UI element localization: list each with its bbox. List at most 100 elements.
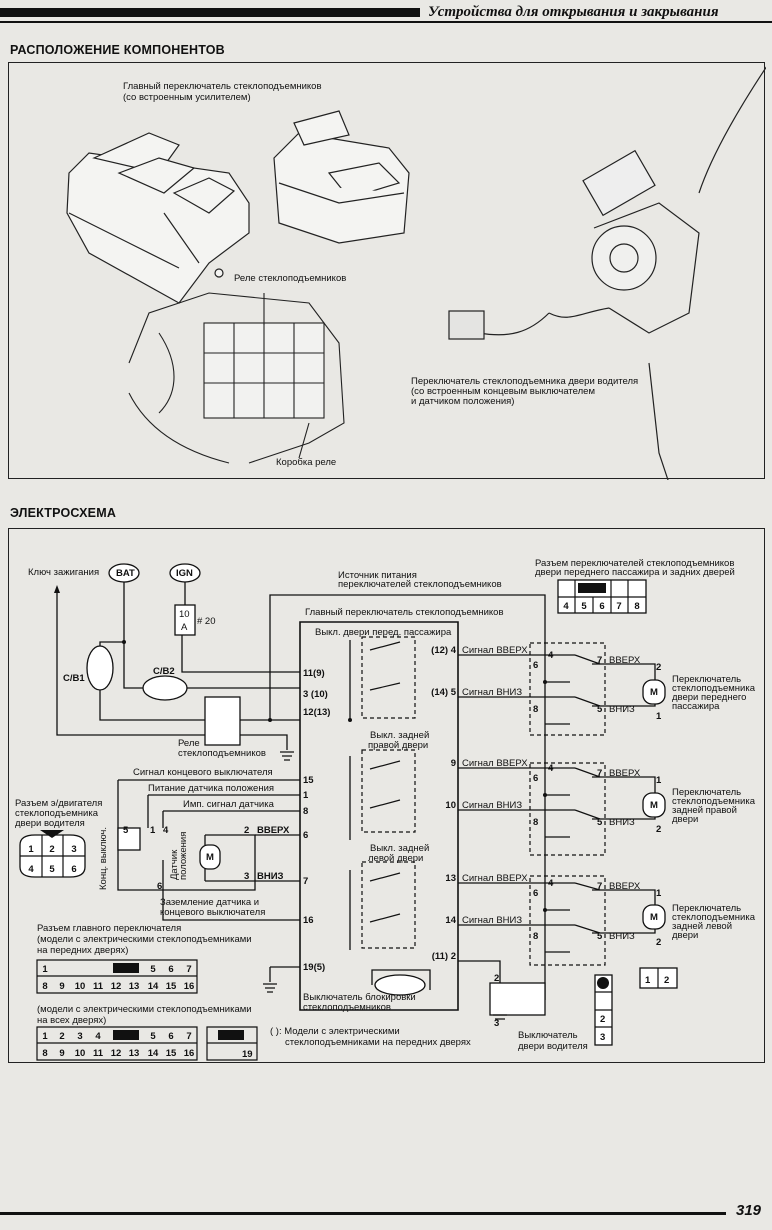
front-pass-motor [642,679,666,705]
main-switch-left-pins: 11(9) 3 (10) 12(13) 15 1 8 6 7 16 19(5) [303,668,330,973]
dm-pin: 4 [163,825,169,836]
driver-switch-label-3: и датчиком положения) [411,396,515,407]
pin-7: 7 [303,876,308,887]
connector-pin-cell: 6 [168,964,173,975]
rear-left-motor-label: задней левой [672,921,732,932]
rear-right-switch-label-2: правой двери [368,740,428,751]
dm-pin: 2 [244,825,249,836]
main-switch-label: Главный переключатель стеклоподъемников [305,607,504,618]
motor-pin: 2 [656,937,661,948]
components-illustrations [66,66,766,480]
down-rl: ВНИЗ [609,931,635,942]
dm-pin: 1 [150,825,156,836]
circuit-breaker-1 [86,645,114,691]
conn-pin: 6 [71,864,76,875]
schematic-section-title: ЭЛЕКТРОСХЕМА [10,506,117,520]
main-switch-right-pins: (12) 4 (14) 5 9 10 13 14 (11) 2 [431,645,457,962]
connector-pin-cell: 9 [59,1048,64,1059]
relay-box-illustration [128,292,345,464]
signal-up-front: Сигнал ВВЕРХ [462,645,528,656]
connector-pin-cell: 4 [95,1031,101,1042]
sw-pin: 8 [533,931,538,942]
bat-label: BAT [116,568,135,579]
dm-pin: 6 [157,881,162,892]
driver-motor-conn-label-1: Разъем э/двигателя [15,798,102,809]
conn-pin: 7 [616,601,621,612]
down-front: ВНИЗ [609,704,635,715]
motor-labels: Переключатель стеклоподъемника двери пер… [672,674,756,941]
sw-pin: 5 [597,931,603,942]
pin-19-5: 19(5) [303,962,325,973]
motor-icon: M [650,687,658,698]
bat-terminal [108,563,140,583]
rear-right-motor-label: двери [672,814,698,825]
dashed-switch-boxes [361,636,606,966]
pin-3-10: 3 (10) [303,689,328,700]
door-switch-label-1: Выключатель [518,1030,578,1041]
up-rl: ВВЕРХ [609,881,641,892]
connector-pin-cell: 15 [166,981,177,992]
connector-pin-cell: 11 [93,1048,104,1059]
small-conn-pin: 19 [242,1049,253,1060]
sensor-pulse-label: Имп. сигнал датчика [183,799,275,810]
rear-right-motor-label: Переключатель [672,787,741,798]
connector-pin-cell: 16 [184,1048,195,1059]
main-switch-illustration-1 [66,132,250,304]
connector-pin-cell: 3 [77,1031,82,1042]
motor-pin: 1 [656,888,662,899]
connector-pin-cell: 10 [75,981,86,992]
position-sensor [117,827,141,851]
sensor-power-label: Питание датчика положения [148,783,274,794]
junction-dots [122,640,547,912]
connector-pin-cell: 1 [42,1031,48,1042]
power-source-label-2: переключателей стеклоподъемников [338,579,502,590]
pin-11-2: (11) 2 [432,951,456,962]
driver-motor-conn-label-3: двери водителя [15,818,85,829]
conn-pin: 2 [49,844,54,855]
connector-pin-cell: 2 [59,1031,64,1042]
conn-pin: 6 [599,601,604,612]
page-number: 319 [736,1202,762,1219]
motor-icon: M [206,852,214,863]
ground-label-2: концевого выключателя [160,907,265,918]
connector-pin-cell: 15 [166,1048,177,1059]
sw-pin: 7 [597,768,602,779]
footer-rule [0,1212,726,1215]
main-conn-label-1: Разъем главного переключателя [37,923,181,934]
position-sensor-label-2: положения [178,832,189,880]
components-frame: Главный переключатель стеклоподъемников … [8,62,766,480]
connector-pin-cell: 11 [93,981,104,992]
components-section-title: РАСПОЛОЖЕНИЕ КОМПОНЕНТОВ [10,43,225,57]
motor-pin: 2 [656,662,661,673]
front-pass-motor-label: пассажира [672,701,720,712]
connector-pin-cell: 5 [150,1031,156,1042]
signal-down-rl: Сигнал ВНИЗ [462,915,522,926]
rear-left-switch-label-2: левой двери [368,853,423,864]
pin-13: 13 [445,873,456,884]
driver-motor-conn-label-2: стеклоподъемника [15,808,99,819]
connector-pin-cell: 8 [42,981,47,992]
schematic-frame [8,528,765,1063]
ign-label: IGN [176,568,193,579]
conn-pin: 3 [71,844,76,855]
connector-pin-cell: 5 [150,964,156,975]
tp-pin: 1 [645,975,651,986]
signal-up-rr: Сигнал ВВЕРХ [462,758,528,769]
up-rr: ВВЕРХ [609,768,641,779]
sw-pin: 4 [548,650,554,661]
ground-label-1: Заземление датчика и [160,897,259,908]
fuse-number: # 20 [197,616,216,627]
pin-12-13: 12(13) [303,707,330,718]
tp-pin: 2 [664,975,669,986]
front-pass-motor-label: стеклоподъемника [672,683,756,694]
relay-label-1: Реле [178,738,200,749]
motor-letters: M M M M [206,687,658,923]
motor-pin: 1 [656,711,662,722]
header-bar [0,8,420,17]
conn-pin: 1 [28,844,34,855]
driver-motor [199,844,221,870]
sw-pin: 8 [533,817,538,828]
driver-switch-label-2: (со встроенным концевым выключателем [411,386,595,397]
signal-down-rr: Сигнал ВНИЗ [462,800,522,811]
